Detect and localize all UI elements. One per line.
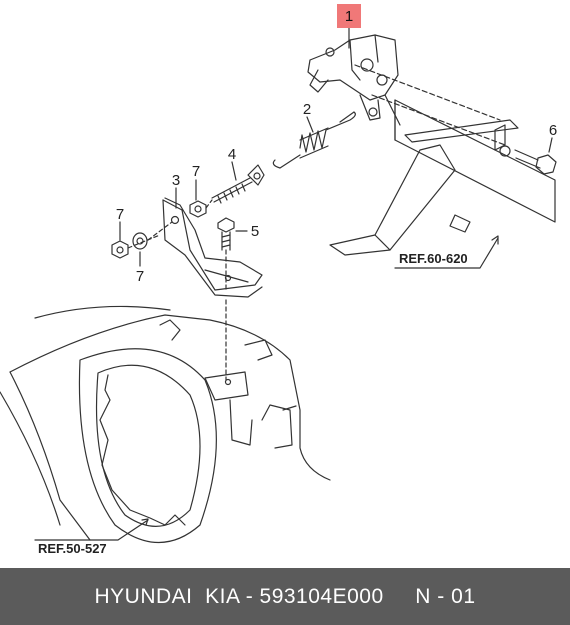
part-number-footer: HYUNDAI KIA - 593104E000 N - 01 <box>0 568 570 625</box>
parts-diagram: 1 2 3 4 5 6 7 7 7 REF.60-620 REF.50-527 <box>0 4 557 556</box>
ref-label-transmission: REF.50-527 <box>38 541 107 556</box>
ref-arrow-bottom <box>34 518 149 541</box>
callout-7-lower: 7 <box>136 268 144 285</box>
callout-7-left: 7 <box>116 206 124 223</box>
part-5-bolt[interactable] <box>217 217 235 251</box>
part-1-highlight <box>337 4 361 28</box>
part-4-adjusting-rod[interactable] <box>211 164 265 204</box>
part-7-nut-near-bracket[interactable] <box>189 200 207 218</box>
transmission-housing <box>0 305 331 543</box>
leader-lines <box>119 27 553 267</box>
part-3-mounting-bracket[interactable] <box>162 197 263 298</box>
ref-arrow-top <box>394 235 499 269</box>
callout-6: 6 <box>549 122 557 139</box>
assembly-lines <box>127 199 227 381</box>
frame-rail <box>329 64 556 256</box>
part-7-washer-left[interactable] <box>132 232 148 250</box>
ref-label-frame: REF.60-620 <box>399 251 468 266</box>
callout-4: 4 <box>228 146 236 163</box>
part-1-bracket-assembly[interactable] <box>307 34 401 126</box>
callout-5: 5 <box>251 223 259 240</box>
part-2-return-spring[interactable] <box>272 111 356 169</box>
callout-1: 1 <box>345 8 353 25</box>
callout-7-upper: 7 <box>192 163 200 180</box>
callout-2: 2 <box>303 101 311 118</box>
part-7-nut-left[interactable] <box>111 240 129 259</box>
part-6-bolt[interactable] <box>499 145 557 175</box>
footer-text: HYUNDAI KIA - 593104E000 N - 01 <box>94 584 476 608</box>
callout-3: 3 <box>172 172 180 189</box>
